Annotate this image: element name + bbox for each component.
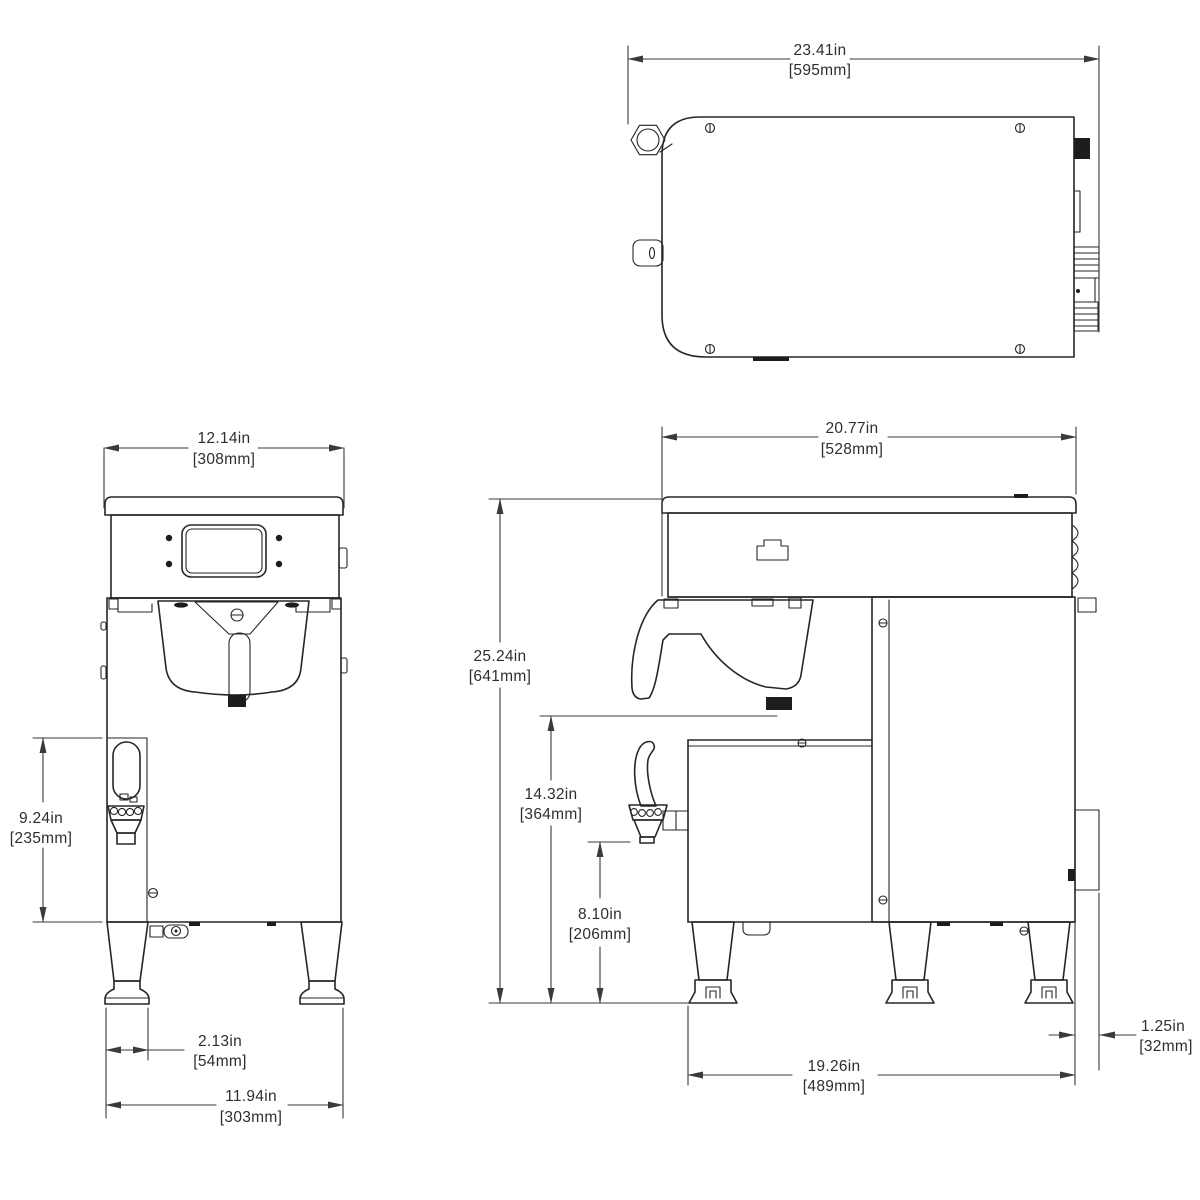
dim-front-base-width: 11.94in [303mm] [105, 1007, 344, 1126]
funnel-lock-clip [756, 539, 789, 561]
screw [704, 343, 716, 355]
display-screen [181, 524, 267, 578]
faucet-front [107, 741, 145, 845]
dim-side-clearance: 14.32in [364mm] [520, 715, 778, 1004]
screw [1014, 122, 1026, 134]
dim-side-rear-projection-inches: 1.25in [1141, 1018, 1185, 1035]
front-head [110, 514, 340, 599]
dim-front-faucet-height-metric: [235mm] [10, 830, 72, 847]
dim-side-foot-span-metric: [489mm] [803, 1078, 865, 1095]
brew-funnel [157, 600, 310, 707]
rear-louvers [1071, 524, 1079, 590]
water-inlet-fitting [630, 124, 673, 156]
side-view: 20.77in [528mm] 25.24in [641mm] 14.32in … [469, 420, 1193, 1095]
dim-front-width-metric: [308mm] [193, 451, 255, 468]
indicator-dot [275, 534, 283, 542]
dim-side-height-inches: 25.24in [474, 648, 527, 665]
faucet-side [628, 740, 689, 844]
funnel-drip-nub [228, 695, 246, 707]
dim-front-base-width-metric: [303mm] [220, 1109, 282, 1126]
front-left-leg [104, 921, 150, 1005]
dim-side-clearance-metric: [364mm] [520, 806, 582, 823]
side-lid [661, 496, 1077, 514]
front-right-leg [299, 921, 345, 1005]
dim-front-faucet-height-inches: 9.24in [19, 810, 63, 827]
rear-switch-block [1074, 138, 1090, 159]
rear-connector [1073, 301, 1099, 332]
dim-side-depth-inches: 20.77in [826, 420, 879, 437]
dim-side-faucet-clearance-inches: 8.10in [578, 906, 622, 923]
side-rear-leg [1024, 921, 1074, 1004]
dim-side-faucet-clearance-metric: [206mm] [569, 926, 631, 943]
front-lid [104, 496, 344, 516]
dim-front-faucet-height: 9.24in [235mm] [10, 737, 103, 923]
front-view: 12.14in [308mm] 9.24in [235mm] 2.13in [5… [10, 430, 348, 1126]
dim-front-leg-inset-metric: [54mm] [193, 1053, 246, 1070]
indicator-dot [275, 560, 283, 568]
dim-side-height: 25.24in [641mm] [469, 498, 689, 1004]
tower-screw [878, 895, 888, 905]
funnel-drip-nub [766, 697, 792, 710]
cabinet-screw [1019, 926, 1029, 936]
screw [1014, 343, 1026, 355]
dim-side-faucet-clearance: 8.10in [206mm] [569, 841, 631, 1004]
edge-tab [340, 657, 348, 674]
dim-front-leg-inset-inches: 2.13in [198, 1033, 242, 1050]
rear-connector [1073, 246, 1100, 279]
edge-tab [100, 665, 107, 680]
head-side-switch [338, 547, 348, 569]
bottom-notch [753, 357, 789, 361]
rear-tower [871, 596, 1100, 923]
dim-top-width-inches: 23.41in [794, 42, 847, 59]
dim-side-clearance-inches: 14.32in [525, 786, 578, 803]
dim-side-height-metric: [641mm] [469, 668, 531, 685]
tower-screw [878, 618, 888, 628]
side-tab [632, 239, 664, 267]
top-view-body-outline [661, 116, 1075, 358]
dim-front-leg-inset: 2.13in [54mm] [105, 1007, 246, 1119]
dim-side-foot-span: 19.26in [489mm] [687, 921, 1076, 1095]
indicator-dot [165, 534, 173, 542]
indicator-dot [165, 560, 173, 568]
dim-top-width: 23.41in [595mm] [627, 42, 1100, 333]
dim-front-width-inches: 12.14in [198, 430, 251, 447]
funnel-rails [108, 597, 342, 613]
bottom-latch [149, 924, 189, 939]
lower-cabinet [687, 738, 1076, 936]
top-view: 23.41in [595mm] [627, 42, 1100, 361]
rear-fitting [1073, 277, 1096, 303]
rear-slot [1073, 190, 1081, 233]
side-head [667, 512, 1073, 598]
dim-side-rear-projection: 1.25in [32mm] [1048, 892, 1192, 1071]
dim-side-rear-projection-metric: [32mm] [1139, 1038, 1192, 1055]
funnel-screw [230, 608, 244, 622]
dim-side-foot-span-inches: 19.26in [808, 1058, 861, 1075]
dim-front-width: 12.14in [308mm] [103, 430, 345, 509]
edge-tab [100, 621, 107, 631]
dim-side-depth: 20.77in [528mm] [661, 420, 1077, 597]
dim-front-base-width-inches: 11.94in [225, 1088, 277, 1105]
front-tower [100, 597, 348, 923]
dim-side-depth-metric: [528mm] [821, 441, 883, 458]
tower-screw [147, 887, 159, 899]
rear-projection-box [1074, 809, 1100, 891]
screw [704, 122, 716, 134]
brew-funnel-side [630, 599, 814, 710]
dim-top-width-metric: [595mm] [789, 62, 851, 79]
side-front-leg [688, 921, 738, 1004]
cabinet-screw [797, 738, 807, 748]
side-middle-leg [885, 921, 935, 1004]
